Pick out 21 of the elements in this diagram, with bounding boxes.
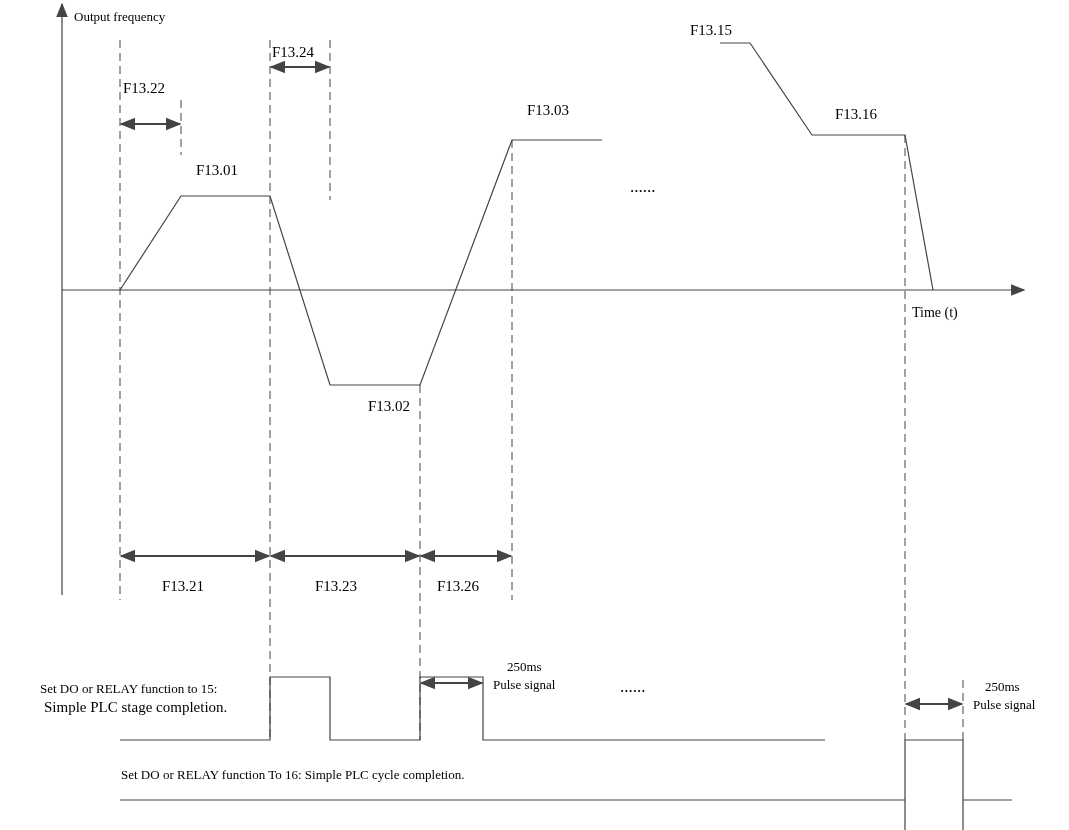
- parameter-label: F13.24: [272, 44, 315, 61]
- parameter-label: F13.02: [368, 398, 411, 415]
- ellipsis-text: ......: [620, 678, 646, 697]
- signal-label: Pulse signal: [493, 678, 556, 693]
- duration-label: 250ms: [507, 660, 542, 675]
- ellipsis-text: ......: [630, 178, 656, 197]
- parameter-label: F13.21: [162, 578, 205, 595]
- signal-label: Pulse signal: [973, 698, 1036, 713]
- parameter-label: F13.01: [196, 162, 239, 179]
- axis-label: Time (t): [912, 305, 958, 321]
- parameter-label: F13.23: [315, 578, 358, 595]
- duration-label: 250ms: [985, 680, 1020, 695]
- description-text: Set DO or RELAY function To 16: Simple PLC cycle completion.: [121, 768, 465, 783]
- parameter-label: F13.22: [123, 80, 166, 97]
- parameter-label: F13.03: [527, 102, 570, 119]
- description-text: Set DO or RELAY function to 15:: [40, 682, 218, 697]
- axis-label: Output frequency: [74, 10, 166, 25]
- description-text: Simple PLC stage completion.: [44, 699, 228, 716]
- parameter-label: F13.16: [835, 106, 878, 123]
- parameter-label: F13.15: [690, 22, 733, 39]
- parameter-label: F13.26: [437, 578, 480, 595]
